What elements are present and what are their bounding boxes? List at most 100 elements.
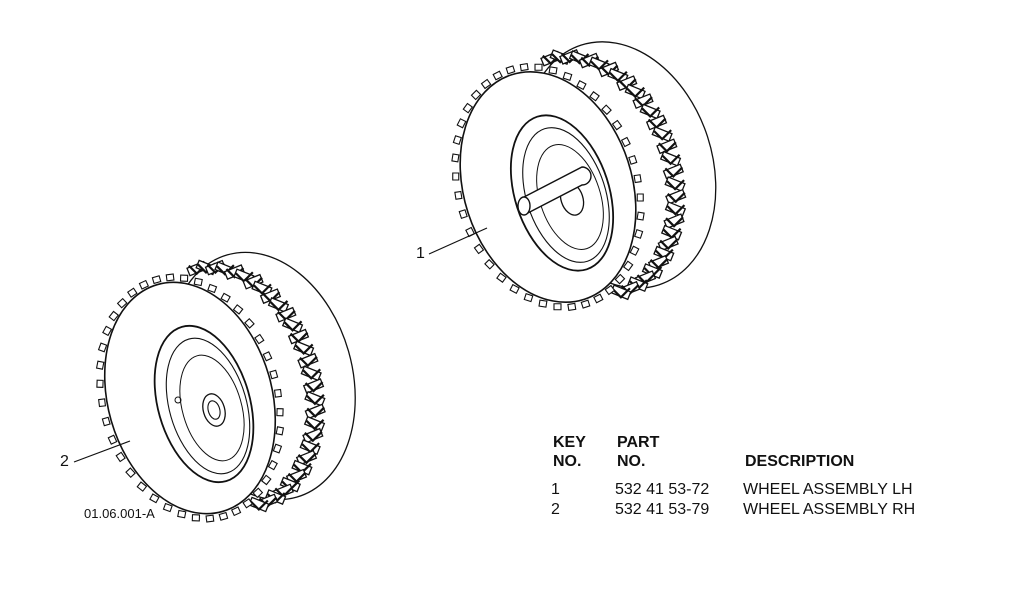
sidewall-knob bbox=[267, 459, 278, 471]
rim-well bbox=[179, 354, 245, 462]
sidewall-knob bbox=[473, 243, 485, 255]
sidewall-knob bbox=[193, 277, 203, 287]
sidewall-knob bbox=[272, 443, 283, 454]
sidewall-knob bbox=[633, 174, 642, 184]
tread-chevron bbox=[666, 204, 686, 216]
row-key: 2 bbox=[551, 501, 560, 518]
tread-chevron bbox=[250, 499, 269, 512]
sidewall-knob bbox=[273, 388, 282, 398]
sidewall-knob bbox=[254, 333, 265, 345]
sidewall-knob bbox=[95, 360, 105, 370]
sidewall-knob bbox=[220, 292, 231, 303]
rim-inner bbox=[165, 337, 251, 475]
valve-stem bbox=[174, 396, 182, 404]
tread-chevron bbox=[653, 129, 672, 141]
tread-chevron bbox=[661, 153, 681, 166]
sidewall-knob bbox=[218, 511, 229, 521]
sidewall-knob bbox=[589, 91, 600, 102]
hub bbox=[202, 393, 226, 427]
sidewall-knob bbox=[452, 135, 462, 145]
sidewall-knob bbox=[628, 155, 638, 165]
sidewall-knob bbox=[462, 102, 474, 114]
sidewall-knob bbox=[138, 279, 150, 290]
sidewall-knob bbox=[116, 297, 128, 309]
sidewall-knob bbox=[534, 63, 543, 71]
callout-2: 2 bbox=[60, 453, 69, 470]
tread-chevron bbox=[609, 70, 628, 83]
sidewall-knob bbox=[548, 66, 558, 75]
sidewall-knob bbox=[108, 310, 120, 322]
sidewall-knob bbox=[451, 153, 460, 163]
sidewall-knob bbox=[580, 299, 591, 309]
header-part-line1: PART bbox=[617, 434, 660, 451]
sidewall-knob bbox=[244, 317, 255, 329]
sidewall-knob bbox=[151, 275, 162, 285]
tread-chevron bbox=[305, 419, 325, 431]
sidewall-knob bbox=[567, 302, 577, 312]
sidewall-knob bbox=[611, 119, 623, 131]
sidewall-knob bbox=[165, 273, 175, 282]
sidewall-knob bbox=[262, 351, 273, 362]
sidewall-knob bbox=[576, 80, 587, 91]
header-key-line2: NO. bbox=[553, 453, 582, 470]
sidewall-knob bbox=[593, 293, 604, 304]
sidewall-knob bbox=[601, 104, 612, 116]
sidewall-knob bbox=[230, 506, 242, 517]
sidewall-knob bbox=[177, 509, 187, 519]
header-description: DESCRIPTION bbox=[745, 453, 855, 470]
hub-bore bbox=[207, 400, 221, 420]
tread-chevron bbox=[287, 471, 307, 484]
tread-chevron bbox=[665, 216, 684, 228]
sidewall-knob bbox=[620, 136, 631, 148]
sidewall-knob bbox=[480, 78, 492, 90]
tread-chevron bbox=[649, 258, 669, 270]
sidewall-knob bbox=[496, 272, 507, 283]
sidewall-knob bbox=[622, 260, 634, 272]
row-part-number: 532 41 53-79 bbox=[615, 501, 710, 518]
sidewall-knob bbox=[107, 434, 118, 445]
sidewall-knob bbox=[191, 514, 201, 522]
sidewall-knob bbox=[207, 283, 218, 294]
sidewall-knob bbox=[636, 211, 645, 221]
row-description: WHEEL ASSEMBLY LH bbox=[743, 481, 913, 498]
tread-chevron bbox=[269, 300, 289, 312]
sidewall-knob bbox=[458, 209, 468, 219]
sidewall-knob bbox=[98, 398, 107, 408]
sidewall-knob bbox=[126, 287, 138, 298]
sidewall-knob bbox=[252, 487, 264, 499]
tread-chevron bbox=[664, 166, 684, 178]
sidewall-knob bbox=[125, 467, 136, 479]
sidewall-knob bbox=[179, 274, 189, 282]
tread-chevron bbox=[304, 430, 323, 443]
header-part-line2: NO. bbox=[617, 453, 646, 470]
tread-chevron bbox=[306, 406, 326, 419]
sidewall-knob bbox=[260, 474, 272, 486]
header-key-no: KEY NO. bbox=[553, 433, 586, 471]
header-key-line1: KEY bbox=[553, 434, 586, 451]
header-part-no: PART NO. bbox=[617, 433, 659, 471]
sidewall-knob bbox=[470, 89, 482, 101]
sidewall-knob bbox=[232, 304, 244, 315]
sidewall-knob bbox=[275, 426, 285, 436]
tread-chevron bbox=[294, 343, 314, 355]
tread-chevron bbox=[658, 141, 677, 153]
sidewall-knob bbox=[101, 416, 111, 427]
tread-chevron bbox=[304, 381, 324, 393]
sidewall-knob bbox=[102, 325, 113, 337]
sidewall-knob bbox=[136, 481, 148, 492]
sidewall-knob bbox=[492, 70, 503, 81]
row-key: 1 bbox=[551, 481, 560, 498]
tread-chevron bbox=[253, 283, 272, 295]
tread-chevron bbox=[666, 191, 686, 204]
sidewall-knob bbox=[634, 229, 644, 239]
tread-chevron bbox=[570, 53, 590, 65]
tread-chevron bbox=[297, 453, 317, 465]
sidewall-knob bbox=[242, 498, 254, 509]
sidewall-knob bbox=[96, 379, 104, 388]
leader-line-2 bbox=[73, 440, 131, 463]
wheel-assembly-lh-illustration bbox=[451, 41, 717, 312]
tread-chevron bbox=[283, 320, 303, 332]
leader-line-1 bbox=[428, 227, 488, 255]
callout-1: 1 bbox=[416, 245, 425, 262]
